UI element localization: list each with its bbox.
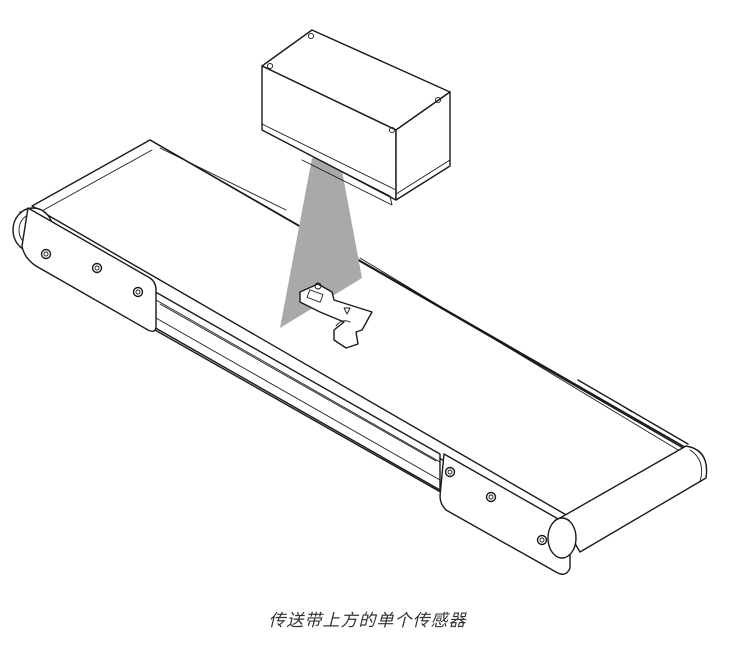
detected-part <box>299 282 373 349</box>
bolt-icon <box>40 248 548 546</box>
sensor-box <box>261 29 451 206</box>
figure-caption: 传送带上方的单个传感器 <box>268 611 467 631</box>
conveyor-sensor-illustration <box>12 29 708 575</box>
conveyor-belt <box>12 139 708 575</box>
sensor-beam <box>280 158 362 328</box>
